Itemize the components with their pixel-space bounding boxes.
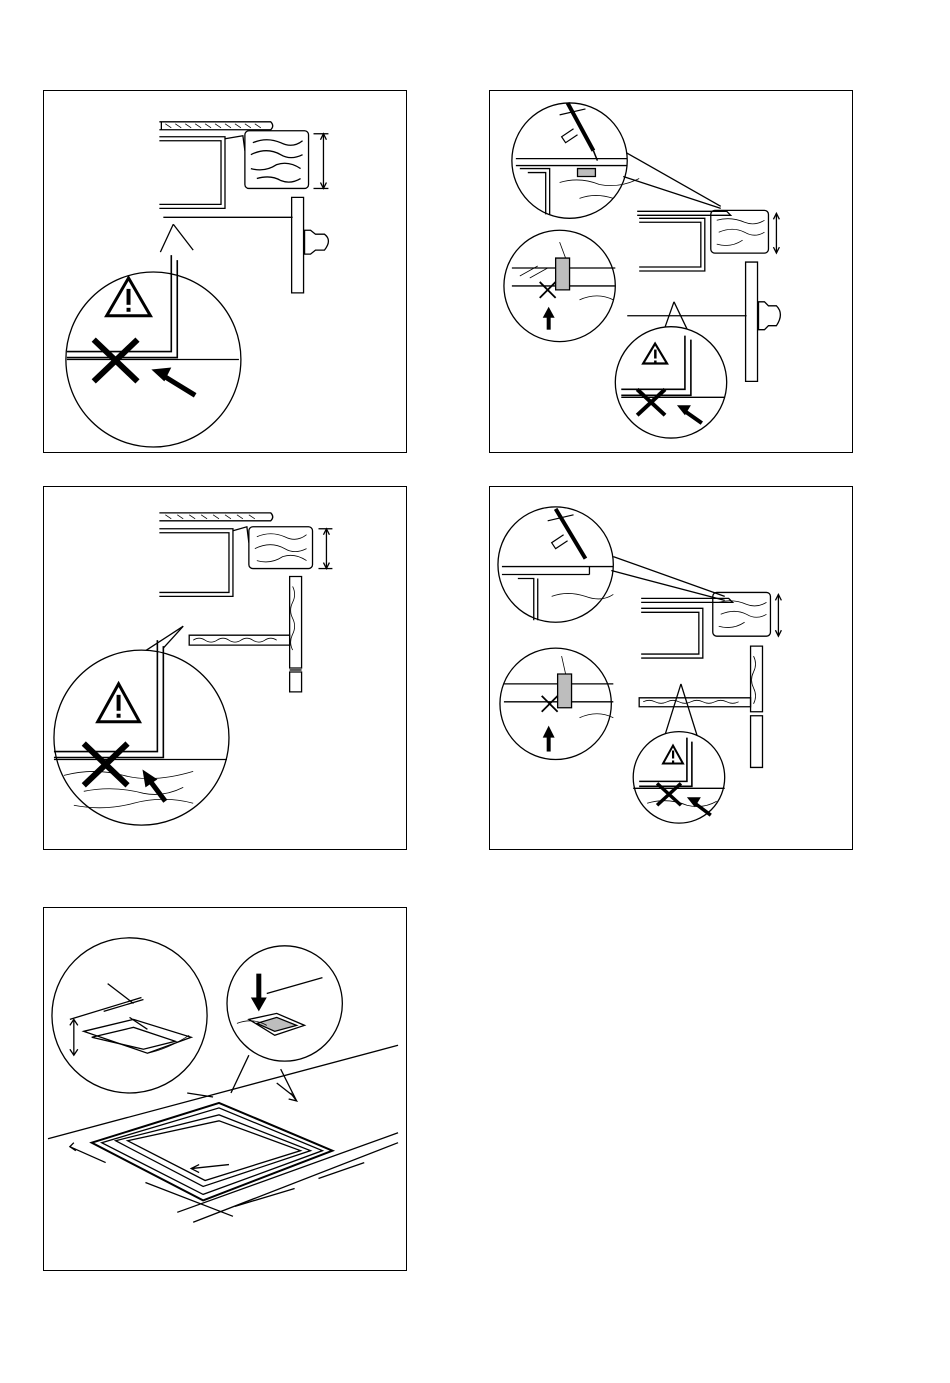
sealant-application-diagram <box>490 91 852 452</box>
worktop-section-shelf-diagram <box>44 487 406 849</box>
cutout-seal-diagram <box>44 908 406 1270</box>
installation-panel-3 <box>43 486 407 850</box>
installation-panel-2 <box>489 90 853 453</box>
worktop-section-diagram <box>44 91 406 452</box>
sealant-application-shelf-diagram <box>490 487 852 849</box>
installation-panel-5 <box>43 907 407 1271</box>
installation-panel-4 <box>489 486 853 850</box>
installation-panel-1 <box>43 90 407 453</box>
